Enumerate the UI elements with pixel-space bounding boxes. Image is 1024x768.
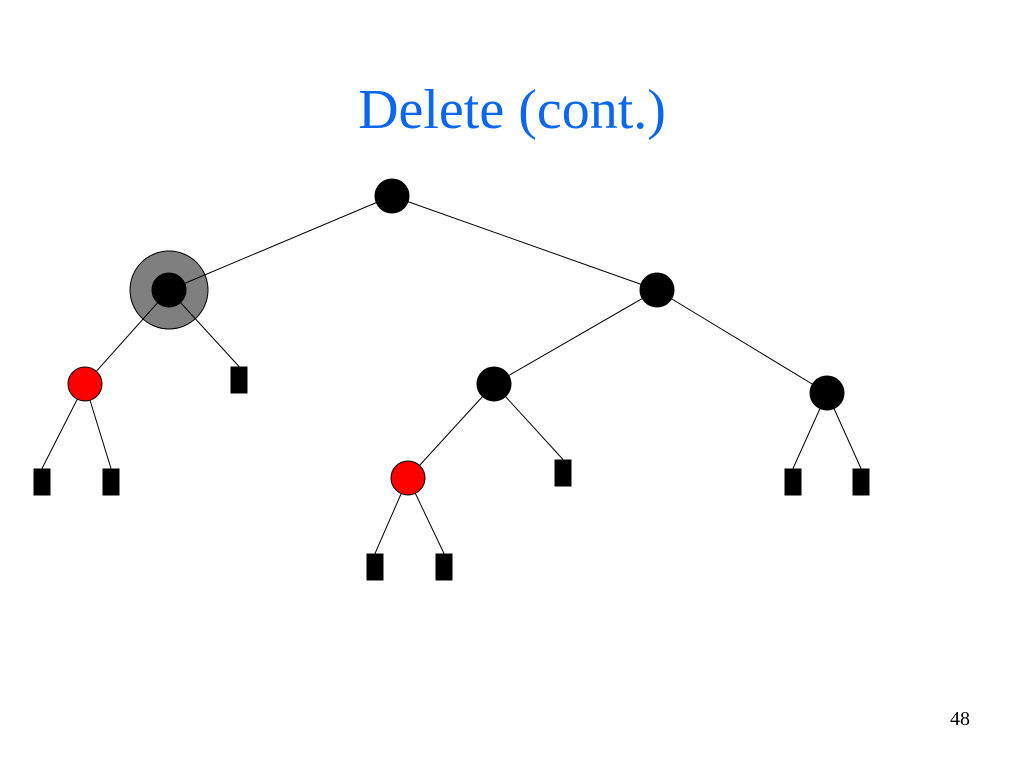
- tree-edge-RL-RLL: [407, 383, 495, 479]
- nil-leaf-RRL_leaf: [784, 468, 802, 496]
- slide-number: 48: [950, 708, 970, 730]
- black-node-RR: [809, 375, 845, 411]
- nil-leaf-RLLL_leaf: [366, 553, 384, 581]
- tree-edge-R-RR: [656, 289, 828, 394]
- nil-leaf-RRR_leaf: [852, 468, 870, 496]
- red-node-LL: [67, 366, 103, 402]
- slide-title: Delete (cont.): [358, 79, 666, 141]
- nil-leaf-LLR_leaf: [102, 468, 120, 496]
- tree-nodes: [33, 178, 870, 581]
- black-node-RL: [476, 366, 512, 402]
- tree-edge-root-L: [168, 195, 393, 291]
- nil-leaf-RLR_leaf: [554, 459, 572, 487]
- tree-edges: [41, 195, 862, 554]
- nil-leaf-RLLR_leaf: [435, 553, 453, 581]
- tree-edge-L-LL: [84, 289, 170, 385]
- nil-leaf-LR_leaf: [230, 366, 248, 394]
- tree-edge-R-RL: [493, 289, 658, 385]
- black-node-R: [639, 272, 675, 308]
- black-node-L: [151, 272, 187, 308]
- nil-leaf-LLL_leaf: [33, 468, 51, 496]
- tree-edge-root-R: [391, 195, 658, 291]
- red-node-RLL: [390, 460, 426, 496]
- black-node-root: [374, 178, 410, 214]
